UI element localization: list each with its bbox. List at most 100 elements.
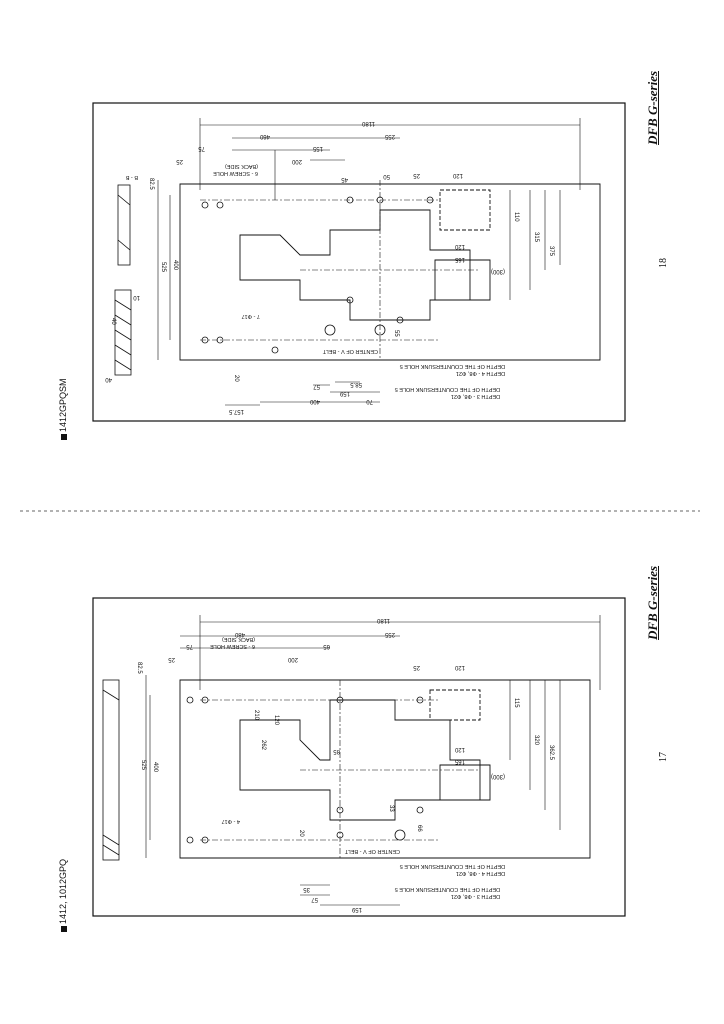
svg-text:120: 120 bbox=[454, 664, 465, 670]
svg-text:200: 200 bbox=[287, 656, 298, 662]
svg-text:159: 159 bbox=[339, 390, 350, 396]
top-note-cs1: DEPTH 3 - Φ8, Φ21 bbox=[451, 393, 500, 399]
svg-text:480: 480 bbox=[234, 631, 245, 637]
bottom-note-cs1b: DEPTH OF THE COUNTERSUNK HOLE 5 bbox=[395, 886, 500, 892]
svg-text:165: 165 bbox=[454, 758, 465, 764]
svg-text:120: 120 bbox=[454, 243, 465, 249]
top-notes: 6 - SCREW HOLE (BACK SIDE) DEPTH 3 - Φ8,… bbox=[125, 163, 505, 399]
svg-text:400: 400 bbox=[172, 260, 178, 271]
bottom-note-screw: 6 - SCREW HOLE bbox=[210, 643, 255, 649]
svg-text:40: 40 bbox=[105, 376, 112, 382]
svg-text:57: 57 bbox=[311, 896, 318, 902]
svg-text:58.5: 58.5 bbox=[350, 381, 362, 387]
svg-text:82.5: 82.5 bbox=[148, 178, 154, 190]
top-series-label: DFB G-series bbox=[645, 70, 660, 145]
bottom-note-cs1: DEPTH 3 - Φ8, Φ21 bbox=[451, 893, 500, 899]
svg-text:25: 25 bbox=[176, 158, 183, 164]
svg-text:70: 70 bbox=[366, 398, 373, 404]
svg-text:165: 165 bbox=[454, 256, 465, 262]
svg-text:460: 460 bbox=[259, 133, 270, 139]
svg-text:25: 25 bbox=[413, 172, 420, 178]
svg-text:120: 120 bbox=[454, 746, 465, 752]
bottom-dim-lines bbox=[145, 615, 601, 906]
top-note-cs2: DEPTH 4 - Φ8, Φ21 bbox=[456, 370, 505, 376]
top-note-cs1b: DEPTH OF THE COUNTERSUNK HOLE 5 bbox=[395, 386, 500, 392]
svg-text:200: 200 bbox=[291, 158, 302, 164]
svg-text:10: 10 bbox=[133, 294, 140, 300]
bottom-note-cs2: DEPTH 4 - Φ8, Φ21 bbox=[456, 870, 505, 876]
top-drawing-frame bbox=[92, 102, 626, 422]
bottom-dim-text: 1180 480 255 75 25 200 65 120 25 (300) 1… bbox=[136, 617, 554, 912]
svg-text:40: 40 bbox=[110, 318, 116, 325]
svg-text:65: 65 bbox=[323, 643, 330, 649]
bottom-model-label: 1412, 1012GPQ bbox=[58, 859, 68, 932]
svg-text:159: 159 bbox=[351, 906, 362, 912]
bottom-series-label: DFB G-series bbox=[645, 565, 660, 640]
svg-text:375: 375 bbox=[548, 246, 554, 257]
svg-text:75: 75 bbox=[198, 145, 205, 151]
top-note-backside: (BACK SIDE) bbox=[225, 163, 258, 169]
svg-text:110: 110 bbox=[513, 212, 519, 222]
svg-text:45: 45 bbox=[341, 176, 348, 182]
svg-text:(300): (300) bbox=[491, 773, 505, 779]
svg-text:255: 255 bbox=[384, 133, 395, 139]
top-note-screw: 6 - SCREW HOLE bbox=[213, 170, 258, 176]
svg-text:1180: 1180 bbox=[361, 120, 375, 126]
top-section-view bbox=[114, 184, 132, 376]
svg-text:315: 315 bbox=[533, 232, 539, 243]
svg-text:82.5: 82.5 bbox=[136, 662, 142, 674]
svg-text:1180: 1180 bbox=[376, 617, 390, 623]
svg-text:55: 55 bbox=[393, 330, 399, 337]
svg-text:362.5: 362.5 bbox=[548, 745, 554, 761]
svg-text:57: 57 bbox=[313, 383, 320, 389]
svg-text:66: 66 bbox=[416, 825, 422, 832]
svg-text:(300): (300) bbox=[491, 268, 505, 274]
top-model-label: 1412GPQSM bbox=[58, 378, 68, 440]
svg-text:525: 525 bbox=[140, 760, 146, 771]
svg-text:157.5: 157.5 bbox=[228, 408, 244, 414]
top-dim-text: 1180 460 255 155 75 25 200 120 25 400 15… bbox=[105, 120, 554, 414]
svg-text:210: 210 bbox=[253, 710, 259, 721]
bottom-holes bbox=[186, 696, 424, 844]
svg-text:75: 75 bbox=[186, 643, 193, 649]
bottom-note-cs2b: DEPTH OF THE COUNTERSUNK HOLE 5 bbox=[400, 863, 505, 869]
bottom-note-vbelt: CENTER OF V - BELT bbox=[344, 848, 400, 854]
model-bullet-icon bbox=[60, 434, 67, 440]
svg-text:20: 20 bbox=[233, 375, 239, 382]
svg-text:25: 25 bbox=[413, 664, 420, 670]
svg-text:35: 35 bbox=[303, 886, 310, 892]
svg-text:400: 400 bbox=[152, 762, 158, 773]
svg-text:50: 50 bbox=[383, 173, 390, 179]
bottom-page-number: 17 bbox=[658, 752, 669, 762]
svg-text:320: 320 bbox=[533, 735, 539, 746]
bottom-section-view bbox=[102, 679, 120, 861]
svg-text:155: 155 bbox=[312, 145, 323, 151]
top-note-cs2b: DEPTH OF THE COUNTERSUNK HOLE 5 bbox=[400, 363, 505, 369]
model-bullet-icon bbox=[60, 926, 67, 932]
svg-text:115: 115 bbox=[513, 698, 519, 708]
bottom-drawing-frame bbox=[92, 597, 626, 917]
svg-text:120: 120 bbox=[273, 715, 279, 726]
top-holes bbox=[201, 196, 434, 354]
svg-text:20: 20 bbox=[298, 830, 304, 837]
top-note-holes: 7 - Φ17 bbox=[242, 313, 260, 319]
svg-text:120: 120 bbox=[452, 172, 463, 178]
svg-text:255: 255 bbox=[384, 631, 395, 637]
top-page-number: 18 bbox=[658, 258, 669, 268]
top-plate-outline bbox=[179, 183, 601, 361]
svg-text:262: 262 bbox=[260, 740, 266, 751]
top-dim-lines bbox=[157, 118, 581, 406]
svg-text:25: 25 bbox=[168, 656, 175, 662]
svg-text:33: 33 bbox=[388, 805, 394, 812]
bottom-note-backside: (BACK SIDE) bbox=[222, 636, 255, 642]
svg-text:525: 525 bbox=[160, 262, 166, 273]
bottom-note-holes: 4 - Φ17 bbox=[222, 818, 240, 824]
svg-text:400: 400 bbox=[309, 398, 320, 404]
bottom-notes: 6 - SCREW HOLE (BACK SIDE) DEPTH 3 - Φ8,… bbox=[210, 636, 505, 899]
bottom-plate-outline bbox=[179, 679, 591, 859]
svg-text:85: 85 bbox=[333, 748, 340, 754]
top-section-label: B - B bbox=[125, 174, 138, 180]
top-note-vbelt: CENTER OF V - BELT bbox=[322, 348, 378, 354]
